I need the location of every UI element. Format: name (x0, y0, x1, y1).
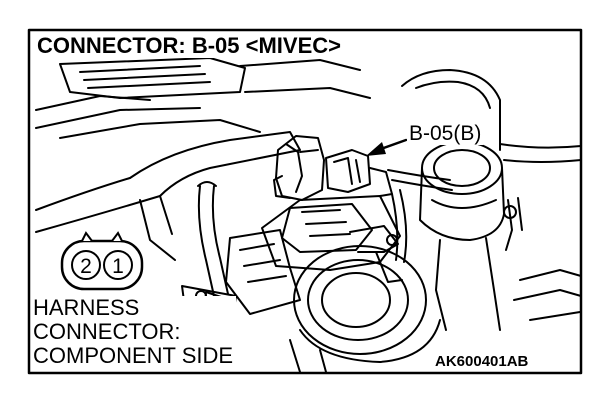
harness-connector-caption: HARNESS CONNECTOR: COMPONENT SIDE (31, 295, 237, 368)
pin-label-1: 1 (112, 255, 124, 278)
harness-caption-line: CONNECTOR: (33, 319, 181, 344)
harness-caption-line: COMPONENT SIDE (33, 343, 234, 368)
pin-label-2: 2 (80, 255, 92, 278)
diagram-title: CONNECTOR: B-05 <MIVEC> (34, 34, 344, 58)
figure-code: AK600401AB (433, 353, 531, 370)
two-pin-connector-icon: 2 1 (60, 231, 144, 291)
pointer-arrow-icon (366, 142, 386, 156)
connector-callout-label: B-05(B) (407, 122, 484, 145)
harness-caption-line: HARNESS (33, 295, 140, 320)
